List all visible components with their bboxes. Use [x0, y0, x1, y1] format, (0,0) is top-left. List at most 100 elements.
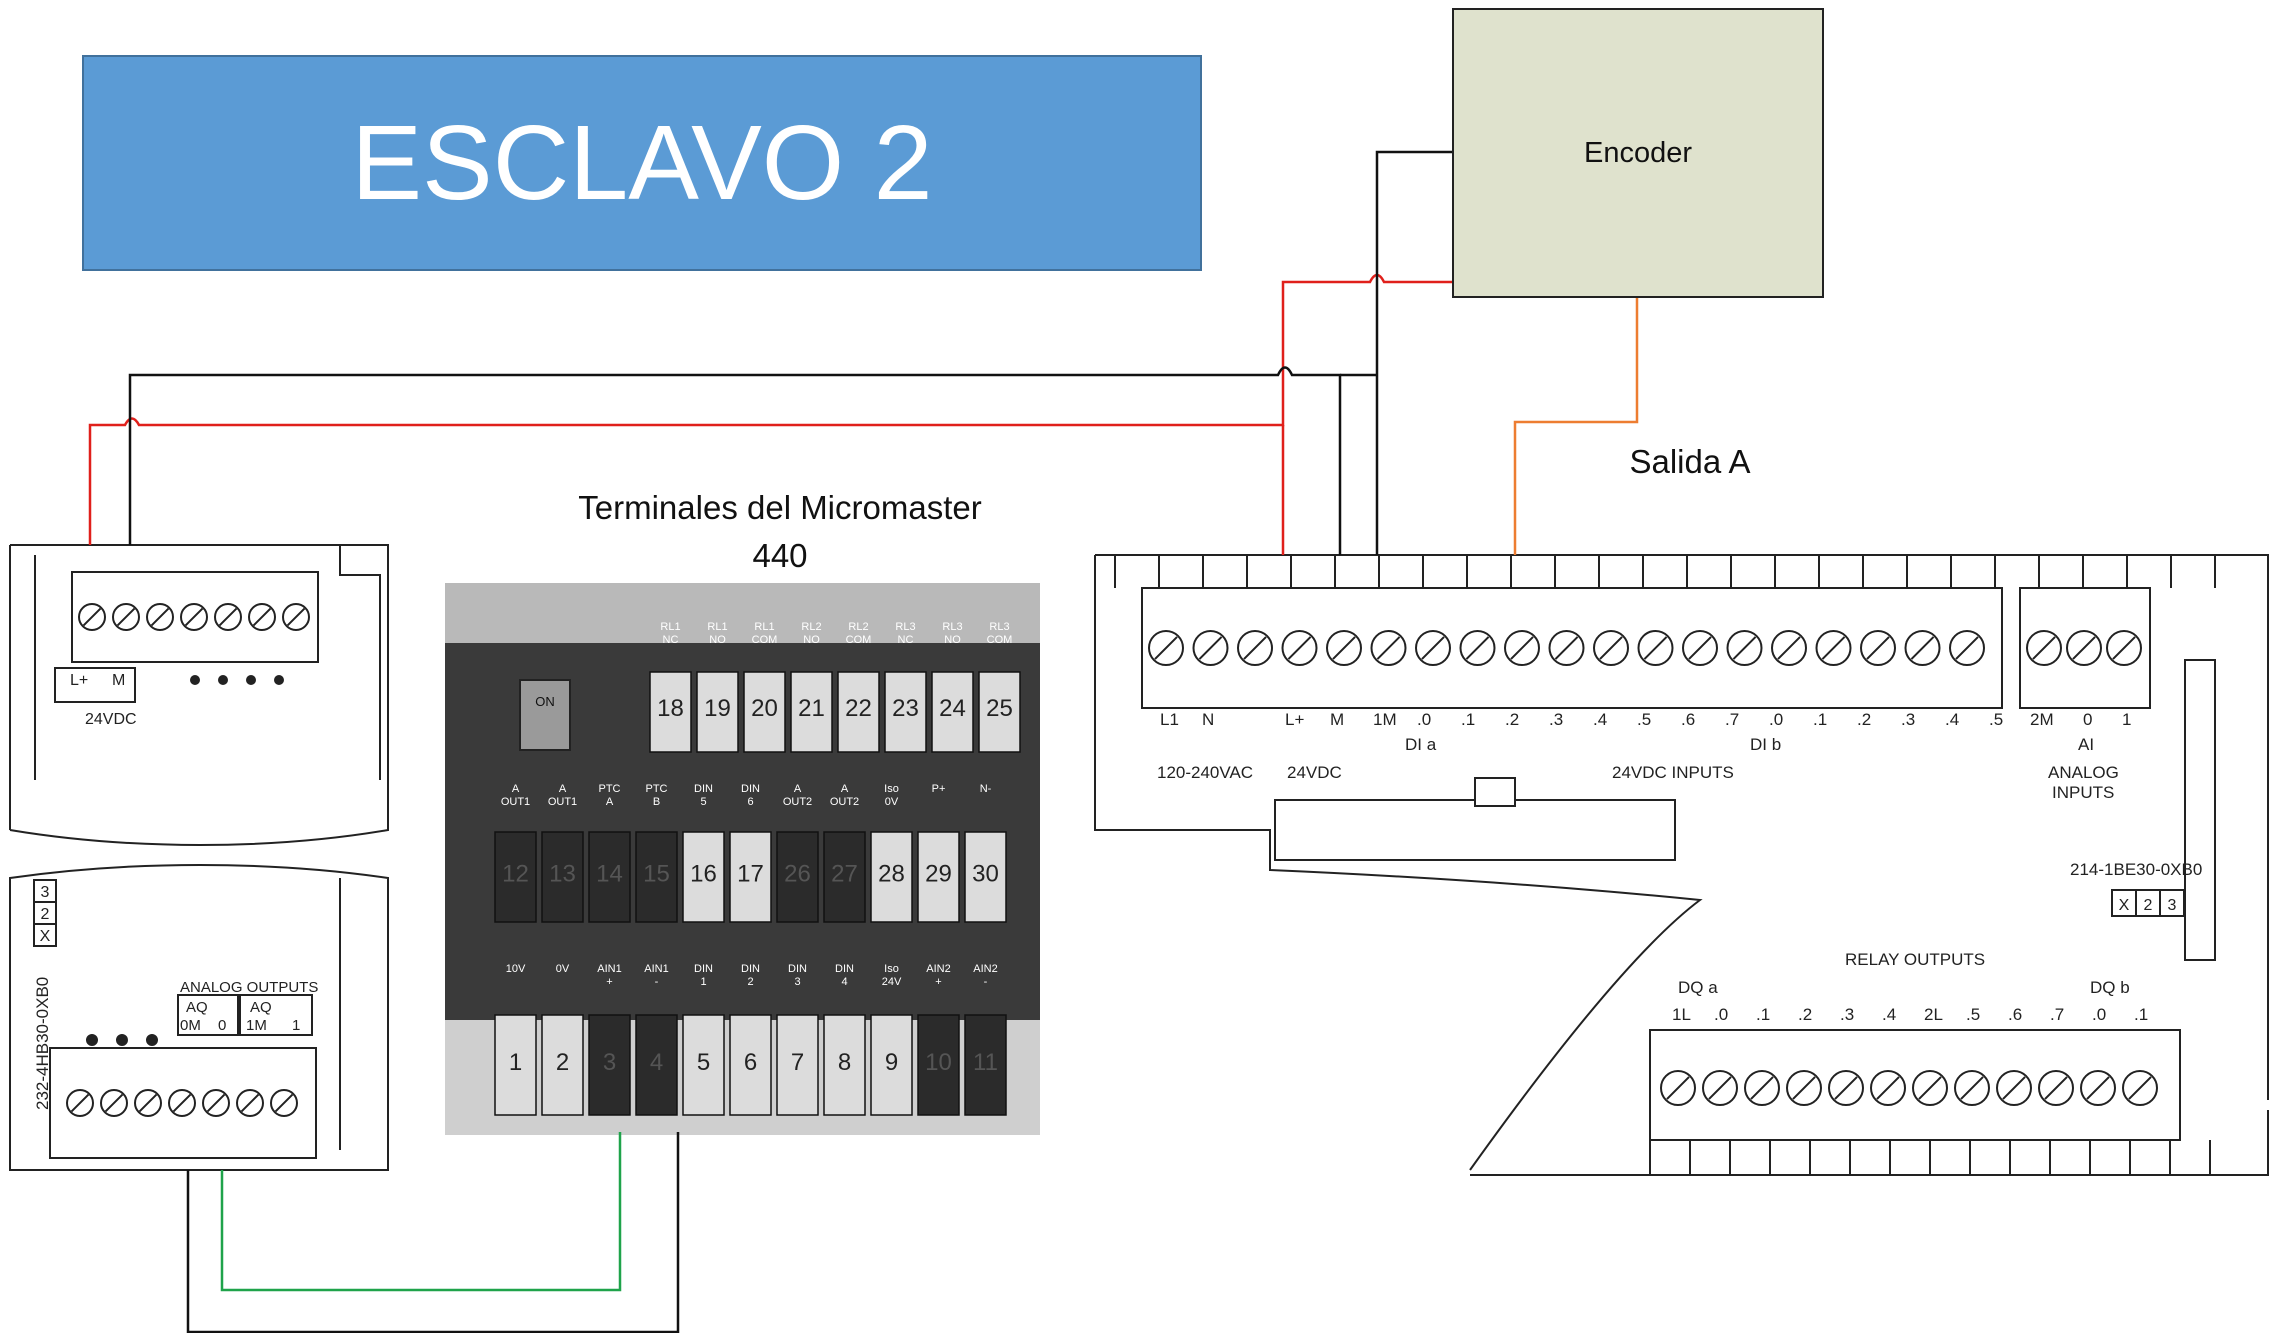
mm-top-terminal-label: RL1 — [707, 621, 727, 633]
plc-input-screw — [1237, 630, 1273, 666]
x23-label-3: X — [40, 928, 51, 945]
mm-bot-terminal-number: 1 — [509, 1049, 522, 1076]
x23-label-x: 3 — [41, 884, 50, 901]
mm-top-terminal-number: 24 — [939, 695, 966, 722]
plc-x23-2: 2 — [2144, 897, 2153, 914]
encoder-output-label: Salida A — [1629, 443, 1751, 480]
analog-supply-m: M — [112, 672, 125, 689]
plc-input-label: .0 — [1417, 710, 1431, 729]
plc-input-screw — [1815, 630, 1852, 666]
plc-input-label: .3 — [1901, 710, 1915, 729]
plc-relay-screw — [1912, 1070, 1948, 1106]
mm-mid-terminal-label: PTC — [646, 783, 668, 795]
mm-mid-terminal — [682, 831, 725, 923]
plc-relay-title: RELAY OUTPUTS — [1845, 950, 1985, 969]
mm-top-terminal-label: NO — [709, 634, 726, 646]
mm-top-terminal-label: NO — [944, 634, 961, 646]
analog-lower-screw — [66, 1089, 94, 1117]
mm-top-terminal — [931, 671, 974, 753]
mm-top-terminal-label: RL1 — [660, 621, 680, 633]
analog-dot — [274, 675, 284, 685]
mm-bot-terminal-number: 9 — [885, 1049, 898, 1076]
mm-mid-terminal-number: 15 — [643, 861, 670, 888]
x23-label-2: 2 — [41, 906, 50, 923]
plc-relay-screw — [1828, 1070, 1864, 1106]
plc-input-screw — [1860, 630, 1896, 666]
mm-mid-terminal-label: A — [512, 783, 520, 795]
mm-mid-terminal — [917, 831, 960, 923]
mm-top-terminal — [743, 671, 786, 753]
plc-relay-screw — [2122, 1070, 2158, 1106]
analog-dot — [146, 1034, 158, 1046]
analog-upper-screw — [112, 603, 140, 631]
plc-input-label: .4 — [1593, 710, 1607, 729]
mm-top-terminal-label: RL3 — [895, 621, 915, 633]
plc-relay-screw — [1870, 1070, 1906, 1106]
analog-aq-label-0: AQ — [186, 999, 208, 1016]
mm-mid-terminal-number: 12 — [502, 861, 529, 888]
analog-dot — [246, 675, 256, 685]
plc-input-screw — [1281, 630, 1318, 666]
plc-ai-group: AI — [2078, 735, 2094, 754]
plc-input-screw — [1726, 630, 1763, 666]
plc-input-label: .5 — [1637, 710, 1651, 729]
mm-top-terminal — [790, 671, 833, 753]
plc-relay-label: .5 — [1966, 1005, 1980, 1024]
mm-bot-terminal-label: AIN1 — [644, 963, 668, 975]
plc-input-screw — [1682, 630, 1718, 666]
mm-top-terminal — [649, 671, 692, 753]
plc-input-label: 1M — [1373, 710, 1397, 729]
mm-top-terminal-label: COM — [752, 634, 778, 646]
mm-mid-terminal — [541, 831, 584, 923]
analog-upper-screw — [146, 603, 174, 631]
analog-ch-1: 1 — [292, 1017, 300, 1034]
mm-top-terminal-label: RL3 — [989, 621, 1009, 633]
mm-bot-terminal-label: AIN2 — [926, 963, 950, 975]
plc-input-screw — [1459, 630, 1496, 666]
wires — [88, 150, 1639, 1333]
mm-bot-terminal-label: DIN — [835, 963, 854, 975]
micromaster-caption: Terminales del Micromaster 440 — [520, 484, 1040, 580]
mm-bot-terminal-label: 2 — [747, 976, 753, 988]
plc-analog-terminals — [2026, 630, 2142, 666]
analog-lower-screw — [270, 1089, 298, 1117]
mm-top-terminal-label: NO — [803, 634, 820, 646]
plc-relay-group-b: DQ b — [2090, 978, 2130, 997]
mm-mid-terminal — [870, 831, 913, 923]
plc-input-screw — [1326, 630, 1362, 666]
mm-top-terminal — [837, 671, 880, 753]
mm-bot-terminal-label: DIN — [741, 963, 760, 975]
mm-mid-terminal-label: 6 — [747, 796, 753, 808]
mm-bot-terminal-number: 2 — [556, 1049, 569, 1076]
plc-ai-1: 1 — [2122, 710, 2131, 729]
plc-relay-label: 1L — [1672, 1005, 1691, 1024]
mm-mid-terminal — [823, 831, 866, 923]
plc-power-n: N — [1202, 710, 1214, 729]
mm-bot-terminal-label: AIN2 — [973, 963, 997, 975]
mm-top-terminal-label: RL1 — [754, 621, 774, 633]
plc-input-terminals — [1114, 555, 2216, 666]
mm-bot-terminal — [823, 1014, 866, 1116]
plc-group-b: DI b — [1750, 735, 1781, 754]
plc-inputs-title: 24VDC INPUTS — [1612, 763, 1734, 782]
mm-bot-terminal-label: 4 — [841, 976, 847, 988]
wire-black-supply — [128, 366, 1342, 555]
plc-input-label: .1 — [1461, 710, 1475, 729]
mm-top-terminal-label: RL2 — [848, 621, 868, 633]
mm-bot-terminal-number: 11 — [973, 1049, 998, 1076]
analog-lower-screw — [134, 1089, 162, 1117]
mm-bot-terminal-label: 1 — [700, 976, 706, 988]
analog-module — [9, 544, 389, 1171]
plc-relay-label: .1 — [2134, 1005, 2148, 1024]
mm-mid-terminal-label: A — [841, 783, 849, 795]
analog-upper-screw — [78, 603, 106, 631]
plc-input-label: .1 — [1813, 710, 1827, 729]
encoder-label: Encoder — [1583, 136, 1692, 169]
analog-ch-0m: 0M — [180, 1017, 201, 1034]
mm-top-terminal-number: 25 — [986, 695, 1013, 722]
plc-input-label: .2 — [1505, 710, 1519, 729]
mm-bot-terminal-label: 3 — [794, 976, 800, 988]
mm-bot-terminal-number: 3 — [603, 1049, 616, 1076]
mm-bot-terminal-number: 6 — [744, 1049, 757, 1076]
analog-module-part-number: 232-4HB30-0XB0 — [33, 977, 52, 1110]
